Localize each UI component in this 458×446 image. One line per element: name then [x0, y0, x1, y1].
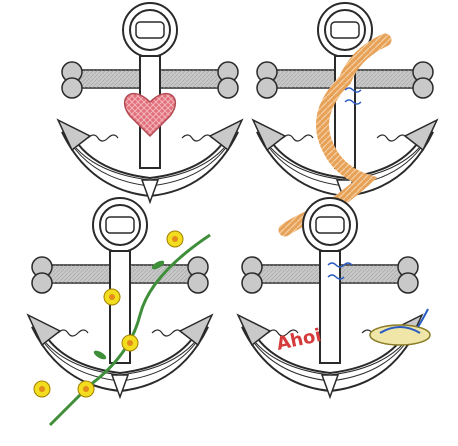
anchor-top-right [252, 2, 438, 237]
ahoi-label: Ahoi [275, 325, 324, 355]
sailor-hat-icon [369, 308, 431, 346]
flower-icon [33, 230, 184, 398]
anchor-bottom-left [27, 197, 213, 427]
anchor-bottom-right [237, 197, 431, 398]
anchor-icon [237, 197, 423, 398]
anchor-top-left [57, 2, 243, 203]
heart-icon [124, 92, 176, 138]
